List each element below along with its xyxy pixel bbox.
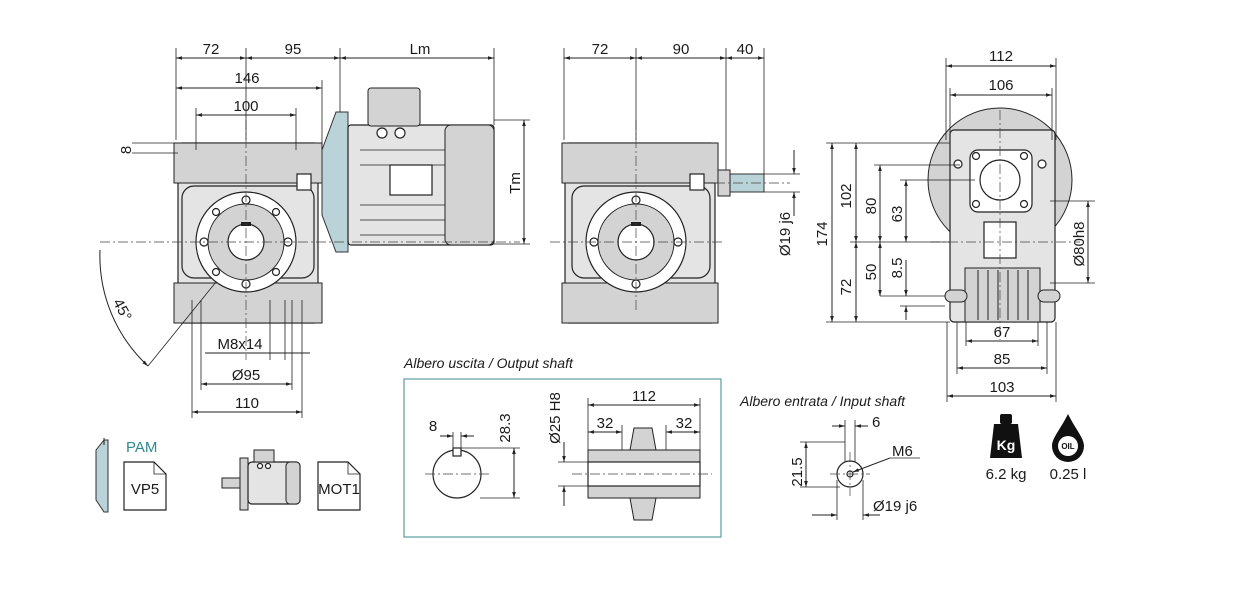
dim-d19j6: Ø19 j6	[873, 498, 917, 515]
dim-110: 110	[235, 395, 259, 412]
weight-icon-label: Kg	[997, 437, 1016, 453]
dim-112: 112	[632, 388, 656, 405]
output-shaft-detail: Albero uscita / Output shaft 8 28.3 Ø25 …	[403, 355, 722, 538]
dim-m6: M6	[892, 443, 913, 460]
options-area: PAM VP5 MOT1	[95, 438, 361, 513]
flange-hole	[1037, 159, 1047, 169]
cable-gland	[394, 127, 406, 139]
dim-146: 146	[234, 70, 259, 87]
dim-6: 6	[872, 414, 880, 431]
foot-lug	[1037, 289, 1061, 303]
dim-50: 50	[863, 264, 880, 281]
dim-100: 100	[233, 98, 258, 115]
dim-63: 63	[889, 206, 906, 223]
dim-d80h8: Ø80h8	[1071, 221, 1088, 266]
flange-hole	[1019, 151, 1029, 161]
dim-102: 102	[838, 183, 855, 208]
housing-top-flange	[561, 142, 719, 184]
dim-8: 8	[429, 418, 437, 435]
foot-lug	[944, 289, 968, 303]
dim-72: 72	[838, 279, 855, 296]
dim-103: 103	[989, 379, 1014, 396]
oil-icon-label: OIL	[1061, 442, 1074, 451]
weight-icon: Kg	[990, 414, 1022, 458]
output-shaft-caption: Albero uscita / Output shaft	[403, 355, 574, 371]
dim-d19j6: Ø19 j6	[777, 212, 794, 256]
motor-nameplate	[389, 164, 433, 196]
dim-32-right: 32	[676, 415, 693, 432]
dim-21-5: 21.5	[789, 457, 806, 486]
bore-keyway	[452, 447, 462, 457]
dim-8: 8	[118, 146, 135, 154]
flange-hole	[953, 159, 963, 169]
dim-67: 67	[994, 324, 1011, 341]
cable-gland	[376, 127, 388, 139]
dim-85: 85	[994, 351, 1011, 368]
dim-d95: Ø95	[232, 367, 260, 384]
dim-m8x14: M8x14	[217, 336, 262, 353]
dim-28-3: 28.3	[497, 413, 514, 442]
motor-terminal-icon	[253, 449, 275, 463]
cooling-fins-block	[964, 267, 1041, 323]
cooling-fins	[977, 270, 1029, 320]
dim-174: 174	[814, 221, 831, 246]
pam-flange-icon	[95, 439, 109, 513]
dim-d25h8: Ø25 H8	[547, 392, 564, 444]
vp5-label: VP5	[131, 481, 159, 498]
dim-95: 95	[285, 41, 302, 58]
shaft-hub-bottom	[629, 497, 657, 521]
dim-72: 72	[592, 41, 609, 58]
dim-112: 112	[989, 48, 1013, 65]
motor-flange-icon	[239, 457, 249, 511]
weight-value: 6.2 kg	[986, 466, 1027, 483]
gland-dot	[264, 462, 272, 470]
pam-label: PAM	[126, 439, 157, 456]
motor-fan-cover	[444, 124, 495, 246]
flange-hole	[271, 267, 281, 277]
plug	[296, 173, 312, 191]
dim-106: 106	[988, 77, 1013, 94]
dim-tm: Tm	[507, 172, 524, 194]
side-view-with-motor: 72 95 Lm 146 100 8 Tm 45° M8x14 Ø95 110	[99, 41, 530, 418]
flange-hole	[1019, 199, 1029, 209]
oil-drop-icon: OIL	[1052, 414, 1084, 462]
motor-shaft-icon	[221, 477, 241, 489]
dim-32-left: 32	[597, 415, 614, 432]
flange-hole	[211, 267, 221, 277]
dim-72: 72	[203, 41, 220, 58]
motor-fan-icon	[285, 461, 301, 505]
dim-45-deg: 45°	[109, 296, 135, 324]
dim-lm: Lm	[410, 41, 431, 58]
input-shaft-caption: Albero entrata / Input shaft	[739, 393, 906, 409]
plug	[689, 173, 705, 191]
flange-hole	[971, 199, 981, 209]
dim-80: 80	[863, 198, 880, 215]
motor-adapter-flange	[321, 111, 349, 253]
mot1-label: MOT1	[318, 481, 360, 498]
dim-40: 40	[737, 41, 754, 58]
flange-hole	[971, 151, 981, 161]
shaft-hub-top	[629, 427, 657, 451]
dim-8-5: 8.5	[889, 258, 906, 279]
specs-area: Kg 6.2 kg OIL 0.25 l	[986, 414, 1087, 483]
front-view: 112 106 174 102 72 80 63 50 8.5 Ø80h8	[814, 48, 1095, 402]
oil-value: 0.25 l	[1050, 466, 1087, 483]
dim-90: 90	[673, 41, 690, 58]
input-shaft-detail: Albero entrata / Input shaft 6 M6 21.5 Ø…	[739, 393, 920, 520]
side-view-input-shaft: 72 90 40 Ø19 j6	[550, 41, 800, 324]
flange-hole	[211, 207, 221, 217]
gland-dot	[256, 462, 264, 470]
terminal-box	[367, 87, 421, 127]
flange-hole	[271, 207, 281, 217]
